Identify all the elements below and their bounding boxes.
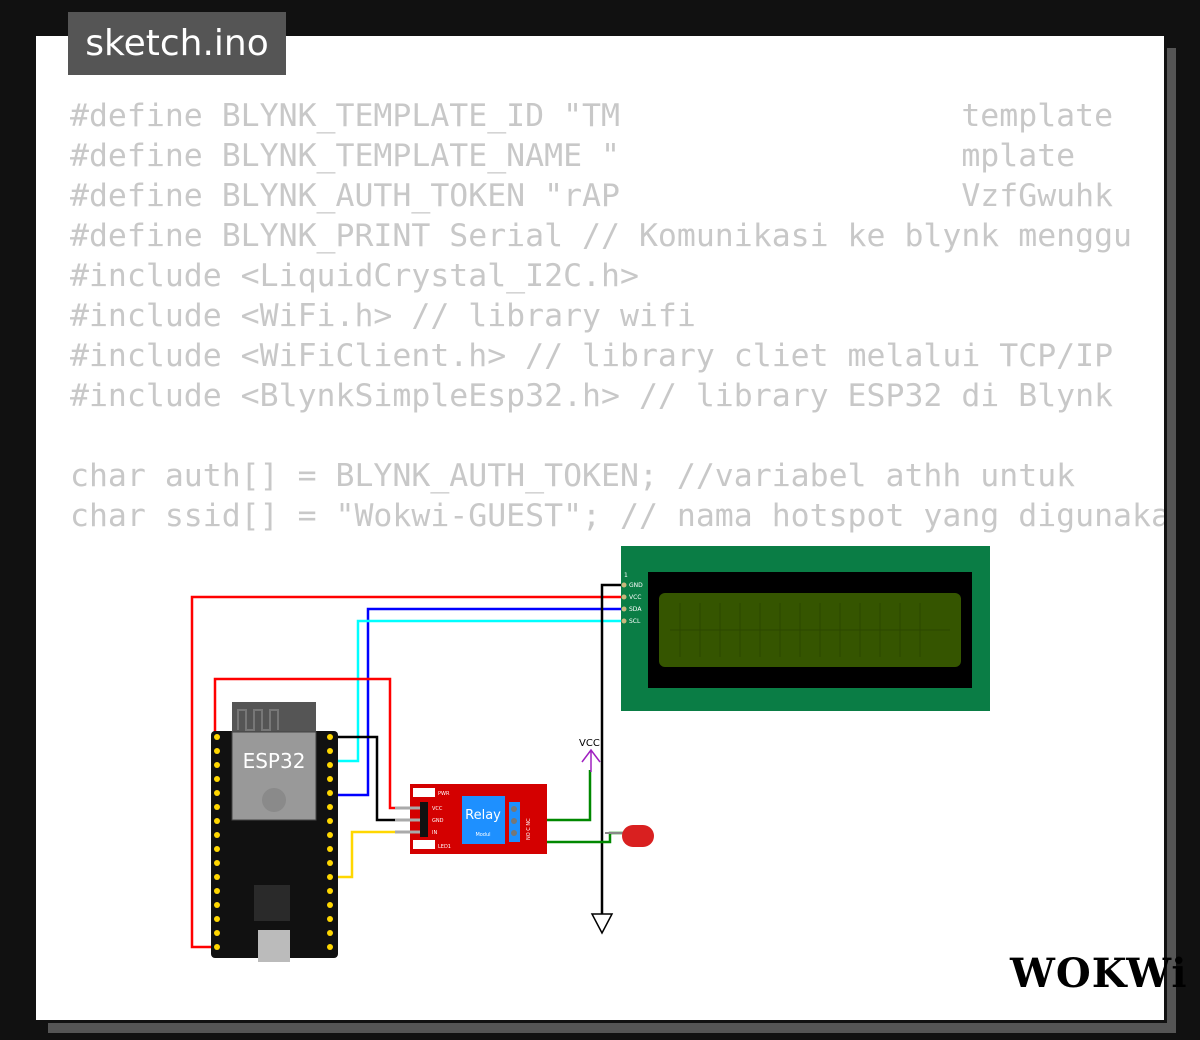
code-line: char ssid[] = "Wokwi-GUEST"; // nama hot… <box>70 498 1167 534</box>
lcd-pin-gnd: GND <box>629 582 643 589</box>
lcd-pin-scl: SCL <box>629 618 641 625</box>
lcd-display[interactable]: 1 GND VCC SDA SCL <box>621 546 990 711</box>
file-tab[interactable]: sketch.ino <box>68 12 286 75</box>
esp32-board[interactable]: ESP32 <box>211 702 338 962</box>
relay-pin-in: IN <box>432 830 437 836</box>
red-led[interactable] <box>605 825 654 847</box>
relay-pin-gnd: GND <box>432 818 444 824</box>
lcd-pin-sda: SDA <box>629 606 642 613</box>
relay-sub-label: Modul <box>475 832 490 838</box>
relay-label: Relay <box>465 808 501 823</box>
code-view: #define BLYNK_TEMPLATE_ID "TM template #… <box>70 96 1167 536</box>
relay-terminal-labels: NO C NC <box>526 818 532 840</box>
ground-icon <box>590 913 614 935</box>
wokwi-logo: WOKWi <box>1010 950 1188 997</box>
code-line: #define BLYNK_AUTH_TOKEN "rAP VzfGwuhk <box>70 178 1114 214</box>
code-line: #include <WiFi.h> // library wifi <box>70 298 696 334</box>
relay-pwr-label: PWR <box>438 791 450 797</box>
relay-module[interactable]: PWR LED1 VCC GND IN Relay Modul NO C NC <box>395 784 547 854</box>
lcd-pin1-label: 1 <box>624 572 628 579</box>
vcc-label: VCC <box>579 738 600 749</box>
esp32-label: ESP32 <box>243 749 306 773</box>
code-line: #include <WiFiClient.h> // library cliet… <box>70 338 1114 374</box>
code-line: #include <LiquidCrystal_I2C.h> <box>70 258 639 294</box>
code-card: #define BLYNK_TEMPLATE_ID "TM template #… <box>33 33 1167 1023</box>
code-line: char auth[] = BLYNK_AUTH_TOKEN; //variab… <box>70 458 1076 494</box>
code-line: #define BLYNK_TEMPLATE_ID "TM template <box>70 98 1114 134</box>
relay-pin-vcc: VCC <box>432 806 443 812</box>
lcd-pin-vcc: VCC <box>629 594 641 601</box>
code-line: #define BLYNK_TEMPLATE_NAME " mplate <box>70 138 1076 174</box>
vcc-symbol: VCC <box>579 738 601 772</box>
relay-led1-label: LED1 <box>438 844 451 850</box>
code-line: #include <BlynkSimpleEsp32.h> // library… <box>70 378 1114 414</box>
code-line: #define BLYNK_PRINT Serial // Komunikasi… <box>70 218 1133 254</box>
